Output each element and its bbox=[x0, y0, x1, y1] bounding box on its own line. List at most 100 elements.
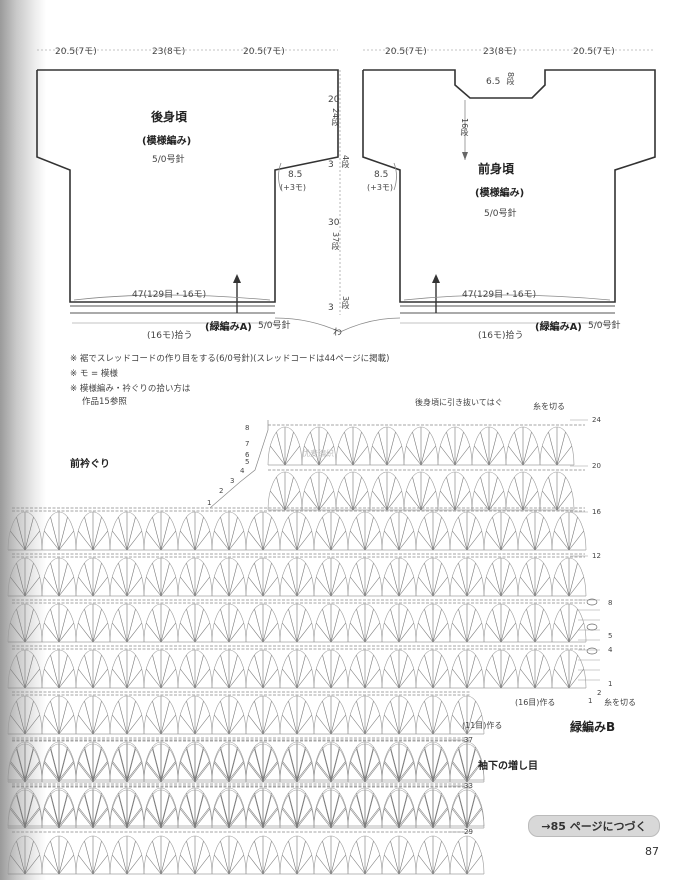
watermark: 优麦编织 bbox=[302, 449, 334, 458]
fan-motif bbox=[109, 835, 145, 875]
fan-motif bbox=[381, 511, 417, 551]
fan-motif bbox=[143, 557, 179, 597]
fan-motif bbox=[369, 471, 405, 511]
fan-motif bbox=[41, 557, 77, 597]
fan-motif bbox=[279, 835, 315, 875]
fan-motif bbox=[177, 789, 213, 829]
back-edging-needle: 5/0号針 bbox=[258, 321, 291, 331]
fan-motif bbox=[143, 649, 179, 689]
fan-motif bbox=[539, 471, 575, 511]
fan-motif bbox=[347, 789, 383, 829]
front-bottom-width: 47(129目・16モ) bbox=[462, 290, 537, 300]
fan-motif bbox=[245, 511, 281, 551]
center-body-rows: 37段 bbox=[331, 232, 340, 251]
fan-motif bbox=[449, 789, 485, 829]
center-top-value: 20 bbox=[328, 95, 340, 105]
fan-motif bbox=[75, 789, 111, 829]
continue-page-badge[interactable]: →85 ページにつづく bbox=[528, 815, 660, 837]
fan-motif bbox=[211, 649, 247, 689]
row-left-4: 4 bbox=[240, 467, 245, 475]
fold-curve-left bbox=[274, 317, 341, 333]
fan-motif bbox=[245, 743, 281, 783]
row-20: 20 bbox=[592, 462, 601, 470]
edging-row-5: 5 bbox=[608, 632, 613, 640]
fan-motif bbox=[347, 743, 383, 783]
fan-motif bbox=[301, 426, 337, 466]
row-left-5: 5 bbox=[245, 458, 250, 466]
fan-motif bbox=[109, 695, 145, 735]
fan-motif bbox=[245, 557, 281, 597]
fan-motif bbox=[449, 557, 485, 597]
fan-motif bbox=[483, 603, 519, 643]
front-edging-label: (緑編みA) bbox=[535, 322, 582, 333]
note-3: ※ 模様編み・衿ぐりの拾い方は bbox=[70, 384, 191, 394]
fan-motif bbox=[177, 649, 213, 689]
fan-motif bbox=[245, 789, 281, 829]
neck-step-edge bbox=[209, 420, 269, 509]
fan-motif bbox=[369, 426, 405, 466]
fan-motif bbox=[449, 835, 485, 875]
fan-motif bbox=[211, 557, 247, 597]
center-bottom-rows: 3段 bbox=[341, 296, 350, 310]
row-left-3: 3 bbox=[230, 477, 235, 485]
fan-motif bbox=[483, 649, 519, 689]
fan-motif bbox=[301, 471, 337, 511]
fan-motif bbox=[551, 603, 587, 643]
edging-b-loop bbox=[586, 647, 598, 655]
fan-motif bbox=[7, 511, 43, 551]
back-bottom-width: 47(129目・16モ) bbox=[132, 290, 207, 300]
fan-motif bbox=[245, 835, 281, 875]
fan-motif bbox=[245, 649, 281, 689]
fan-motif bbox=[505, 426, 541, 466]
page-binding-shadow bbox=[0, 0, 46, 880]
fan-motif bbox=[449, 743, 485, 783]
edging-row-small-1: 1 bbox=[588, 697, 593, 705]
fan-motif bbox=[41, 743, 77, 783]
fan-motif bbox=[347, 511, 383, 551]
cut-thread-bottom: 糸を切る bbox=[604, 698, 636, 707]
row-12: 12 bbox=[592, 552, 601, 560]
back-panel-outline bbox=[36, 69, 339, 303]
fan-motif bbox=[109, 511, 145, 551]
fan-motif bbox=[109, 557, 145, 597]
chart-top-note: 後身頃に引き抜いてはぐ bbox=[415, 398, 503, 407]
row-left-6: 6 bbox=[245, 451, 250, 459]
fan-motif bbox=[41, 789, 77, 829]
fan-motif bbox=[267, 426, 303, 466]
fan-motif bbox=[109, 741, 145, 781]
front-width-left: 20.5(7モ) bbox=[385, 47, 427, 57]
front-panel-needle: 5/0号針 bbox=[484, 209, 517, 219]
fan-motif bbox=[109, 649, 145, 689]
fan-motif bbox=[347, 835, 383, 875]
fan-motif bbox=[313, 603, 349, 643]
fan-motif bbox=[143, 743, 179, 783]
fan-motif bbox=[415, 557, 451, 597]
back-panel-title: 後身頃 bbox=[151, 110, 188, 124]
fan-motif bbox=[517, 603, 553, 643]
note-4: 作品15参照 bbox=[82, 397, 127, 407]
sleeve-increase-title: 袖下の増し目 bbox=[478, 761, 538, 772]
front-armhole-sub: (+3モ) bbox=[367, 183, 394, 192]
fan-motif bbox=[517, 511, 553, 551]
fan-motif bbox=[381, 835, 417, 875]
center-mid-rows: 4段 bbox=[341, 155, 350, 169]
edging-b-loop bbox=[586, 623, 598, 631]
fan-motif bbox=[449, 695, 485, 735]
neck-chart-title: 前衿ぐり bbox=[70, 459, 110, 470]
fan-motif bbox=[143, 603, 179, 643]
fan-motif bbox=[211, 603, 247, 643]
fan-motif bbox=[437, 471, 473, 511]
front-panel-outline bbox=[362, 69, 656, 303]
fan-motif bbox=[483, 557, 519, 597]
fan-motif bbox=[7, 835, 43, 875]
back-panel-needle: 5/0号針 bbox=[152, 155, 185, 165]
fan-motif bbox=[143, 511, 179, 551]
fan-motif bbox=[415, 743, 451, 783]
front-armhole-width: 8.5 bbox=[374, 170, 389, 180]
fan-motif bbox=[381, 695, 417, 735]
fan-motif bbox=[415, 511, 451, 551]
fan-motif bbox=[177, 557, 213, 597]
fan-motif bbox=[347, 603, 383, 643]
fan-motif bbox=[211, 789, 247, 829]
